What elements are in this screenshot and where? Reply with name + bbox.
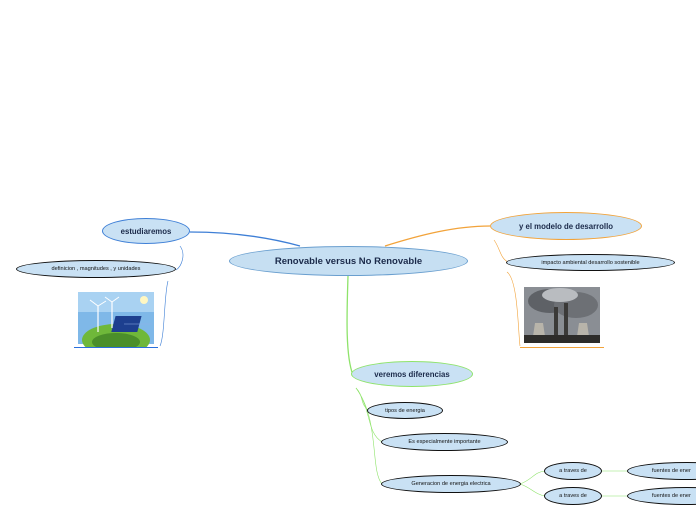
main-topic-estudiaremos[interactable]: estudiaremos	[102, 218, 190, 244]
subtopic-atraves-2[interactable]: a traves de	[544, 487, 602, 505]
smokestack-icon	[524, 287, 600, 343]
subtopic-fuentes-1-label: fuentes de ener	[652, 468, 691, 474]
subtopic-impacto[interactable]: impacto ambiental desarrollo sostenible	[506, 254, 675, 271]
link-modelo-impacto	[493, 239, 509, 263]
main-topic-estudiaremos-label: estudiaremos	[120, 226, 172, 236]
subtopic-atraves-1-label: a traves de	[559, 468, 587, 474]
main-topic-modelo-label: y el modelo de desarrollo	[518, 221, 614, 231]
central-topic[interactable]: Renovable versus No Renovable	[229, 246, 468, 276]
main-topic-veremos[interactable]: veremos diferencias	[351, 361, 473, 387]
subtopic-atraves-1[interactable]: a traves de	[544, 462, 602, 480]
subtopic-definicion-label: definicion , magnitudes , y unidades	[51, 266, 141, 272]
subtopic-impacto-label: impacto ambiental desarrollo sostenible	[541, 259, 640, 266]
subtopic-generacion[interactable]: Generacion de energia electrica	[381, 475, 521, 493]
subtopic-especialmente-label: Es especialmente importante	[408, 439, 481, 445]
subtopic-especialmente[interactable]: Es especialmente importante	[381, 433, 508, 451]
central-topic-label: Renovable versus No Renovable	[274, 255, 423, 267]
link-generacion-atraves1	[519, 470, 546, 485]
subtopic-tipos-label: tipos de energia	[385, 407, 425, 414]
link-estudiaremos-definicion	[175, 245, 184, 271]
link-central-modelo	[384, 225, 491, 247]
main-topic-modelo[interactable]: y el modelo de desarrollo	[490, 212, 642, 240]
solar-globe-icon	[78, 292, 154, 356]
subtopic-atraves-2-label: a traves de	[559, 493, 587, 499]
link-generacion-atraves2	[519, 483, 546, 497]
link-central-estudiaremos	[189, 231, 301, 247]
link-veremos-generacion	[355, 387, 383, 485]
solar-energy-globe-image	[74, 292, 158, 356]
link-central-veremos	[346, 275, 354, 376]
link-estudiaremos-image	[159, 280, 169, 347]
subtopic-definicion[interactable]: definicion , magnitudes , y unidades	[16, 260, 176, 278]
subtopic-fuentes-2-label: fuentes de ener	[652, 493, 691, 499]
main-topic-veremos-label: veremos diferencias	[374, 369, 450, 379]
subtopic-tipos[interactable]: tipos de energia	[367, 402, 443, 419]
industrial-smokestacks-image	[520, 287, 604, 348]
link-modelo-image	[506, 271, 521, 347]
subtopic-generacion-label: Generacion de energia electrica	[411, 481, 491, 487]
